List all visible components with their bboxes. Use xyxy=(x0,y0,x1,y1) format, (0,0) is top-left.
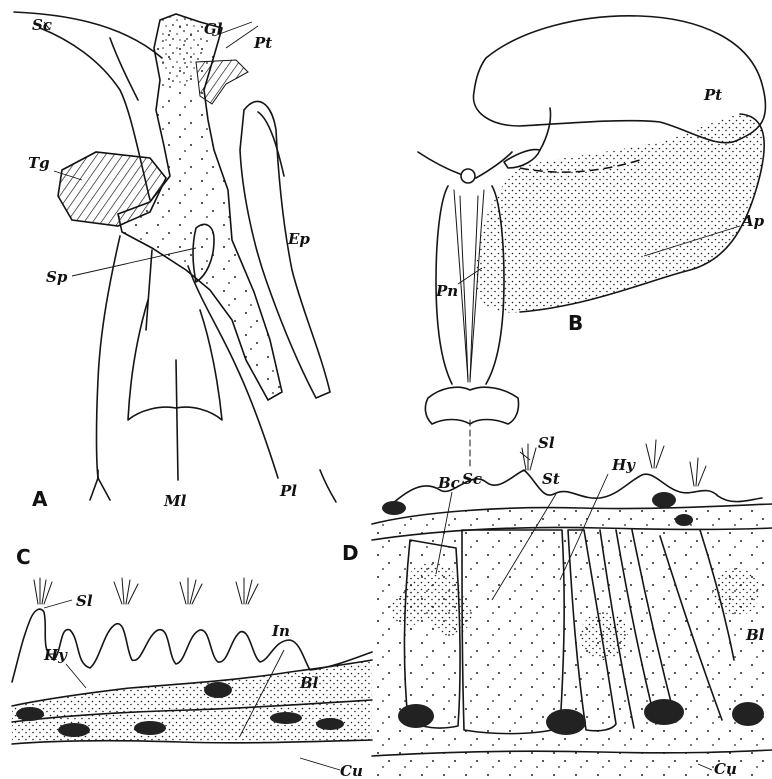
panel-d-label-bc: Bc xyxy=(437,474,460,492)
panel-a-gl-body xyxy=(118,14,282,400)
panel-d-nucleus xyxy=(398,704,434,728)
panel-d-nucleus xyxy=(644,699,684,725)
panel-a-label-gl: Gl xyxy=(204,20,223,38)
panel-c-label-cu: Cu xyxy=(340,762,363,779)
panel-d-letter: D xyxy=(342,541,359,565)
panel-a-ml-v xyxy=(128,300,176,420)
panel-a-letter: A xyxy=(32,487,48,511)
panel-b-label-pt: Pt xyxy=(703,86,722,104)
panel-c-label-bl: Bl xyxy=(299,674,319,692)
panel-a-label-sc: Sc xyxy=(32,16,52,34)
panel-a-label-sp: Sp xyxy=(46,268,68,286)
panel-a-label-tg: Tg xyxy=(28,154,50,172)
panel-c-label-hy: Hy xyxy=(43,646,68,664)
panel-d-label-st: St xyxy=(542,470,560,488)
panel-d-label-sl: Sl xyxy=(538,434,555,452)
panel-b-letter: B xyxy=(568,311,583,335)
panel-d-bl-layer xyxy=(372,504,772,778)
panel-c-label-sl: Sl xyxy=(76,592,93,610)
panel-b-joint-circle xyxy=(461,169,475,183)
panel-b: Pt Ap Pn Sc B xyxy=(418,16,766,488)
panel-b-label-pn: Pn xyxy=(435,282,458,300)
panel-a-label-ml: Ml xyxy=(163,492,187,510)
panel-b-ap-region xyxy=(475,114,764,313)
panel-c-nucleus xyxy=(316,718,344,730)
panel-c-nucleus xyxy=(16,707,44,721)
panel-a-label-pl: Pl xyxy=(279,482,297,500)
panel-a: Sc Gl Pt Tg Sp Ep Ml Pl A xyxy=(14,12,336,511)
panel-d: Sl Bc St Hy Bl Cu D xyxy=(342,434,772,778)
panel-d-nucleus xyxy=(546,709,586,735)
panel-d-label-bl: Bl xyxy=(745,626,765,644)
panel-d-nucleus xyxy=(732,702,764,726)
panel-c-nucleus xyxy=(204,682,232,698)
panel-c-nucleus xyxy=(134,721,166,735)
panel-a-left-limb xyxy=(97,236,121,478)
panel-c-nucleus xyxy=(58,723,90,737)
panel-c: Sl In Hy Bl Cu C xyxy=(12,545,372,779)
panel-b-base xyxy=(425,387,518,424)
panel-d-label-hy: Hy xyxy=(611,456,636,474)
panel-a-label-ep: Ep xyxy=(287,230,310,248)
panel-a-label-pt: Pt xyxy=(253,34,272,52)
panel-d-label-cu: Cu xyxy=(714,760,737,778)
panel-c-nucleus xyxy=(270,712,302,724)
panel-c-letter: C xyxy=(16,545,31,569)
panel-c-label-in: In xyxy=(271,622,290,640)
panel-b-label-ap: Ap xyxy=(740,212,765,230)
